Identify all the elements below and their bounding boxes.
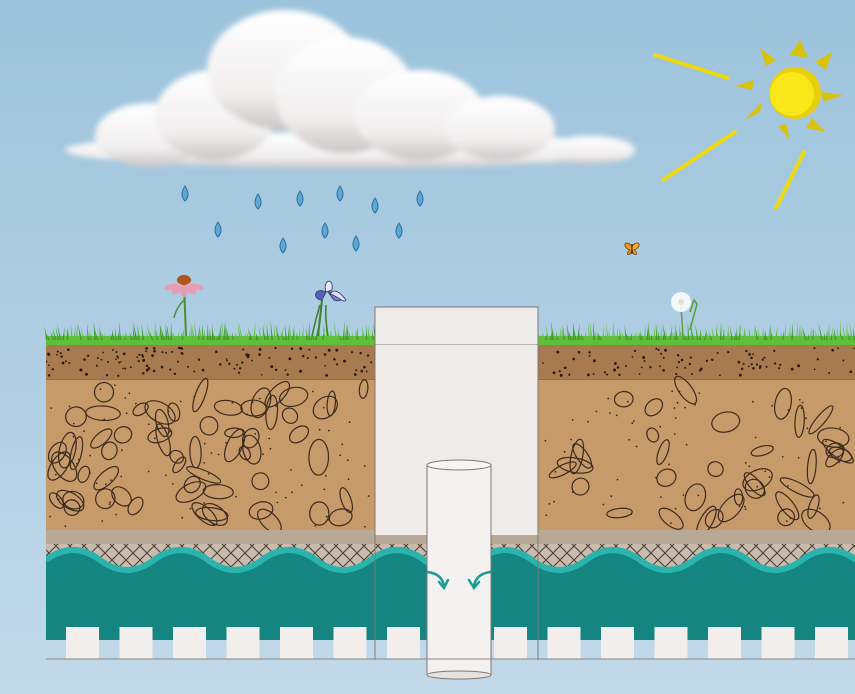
standpipe	[427, 460, 491, 679]
